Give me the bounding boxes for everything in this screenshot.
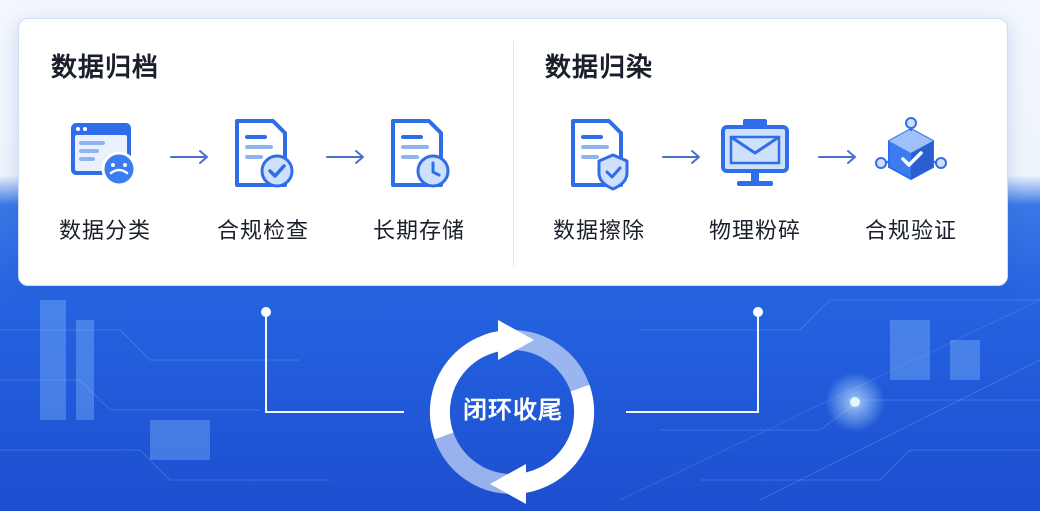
- arrow-right-icon: [662, 150, 700, 164]
- arrow-right-icon: [326, 150, 364, 164]
- shredder-icon: [721, 119, 789, 186]
- verified-cube-icon: [875, 117, 947, 181]
- document-shield-icon: [571, 119, 629, 191]
- step-classify: 数据分类: [45, 115, 165, 245]
- step-long-term-storage: 长期存储: [359, 115, 479, 245]
- step-label: 数据分类: [58, 219, 151, 244]
- step-physical-shred: 物理粉碎: [695, 115, 815, 245]
- step-compliance-verify: 合规验证: [851, 115, 971, 245]
- arrow-right-icon: [818, 150, 856, 164]
- section-title-destroy: 数据归染: [545, 53, 654, 83]
- step-label: 物理粉碎: [708, 219, 801, 244]
- step-label: 合规验证: [864, 219, 957, 244]
- step-data-erase: 数据擦除: [539, 115, 659, 245]
- cycle-arrows-icon: [429, 320, 595, 504]
- document-clock-icon: [391, 119, 450, 188]
- browser-window-icon: [71, 123, 137, 187]
- step-label: 数据擦除: [552, 219, 645, 244]
- section-divider: [513, 41, 514, 267]
- arrow-right-icon: [170, 150, 208, 164]
- step-label: 长期存储: [372, 219, 465, 244]
- loop-label: 闭环收尾: [463, 396, 563, 424]
- document-check-icon: [235, 119, 294, 188]
- step-compliance-check: 合规检查: [203, 115, 323, 245]
- step-label: 合规检查: [216, 219, 309, 244]
- section-title-archive: 数据归档: [51, 53, 160, 83]
- process-card: 数据归档 数据归染 数据分类: [18, 18, 1008, 286]
